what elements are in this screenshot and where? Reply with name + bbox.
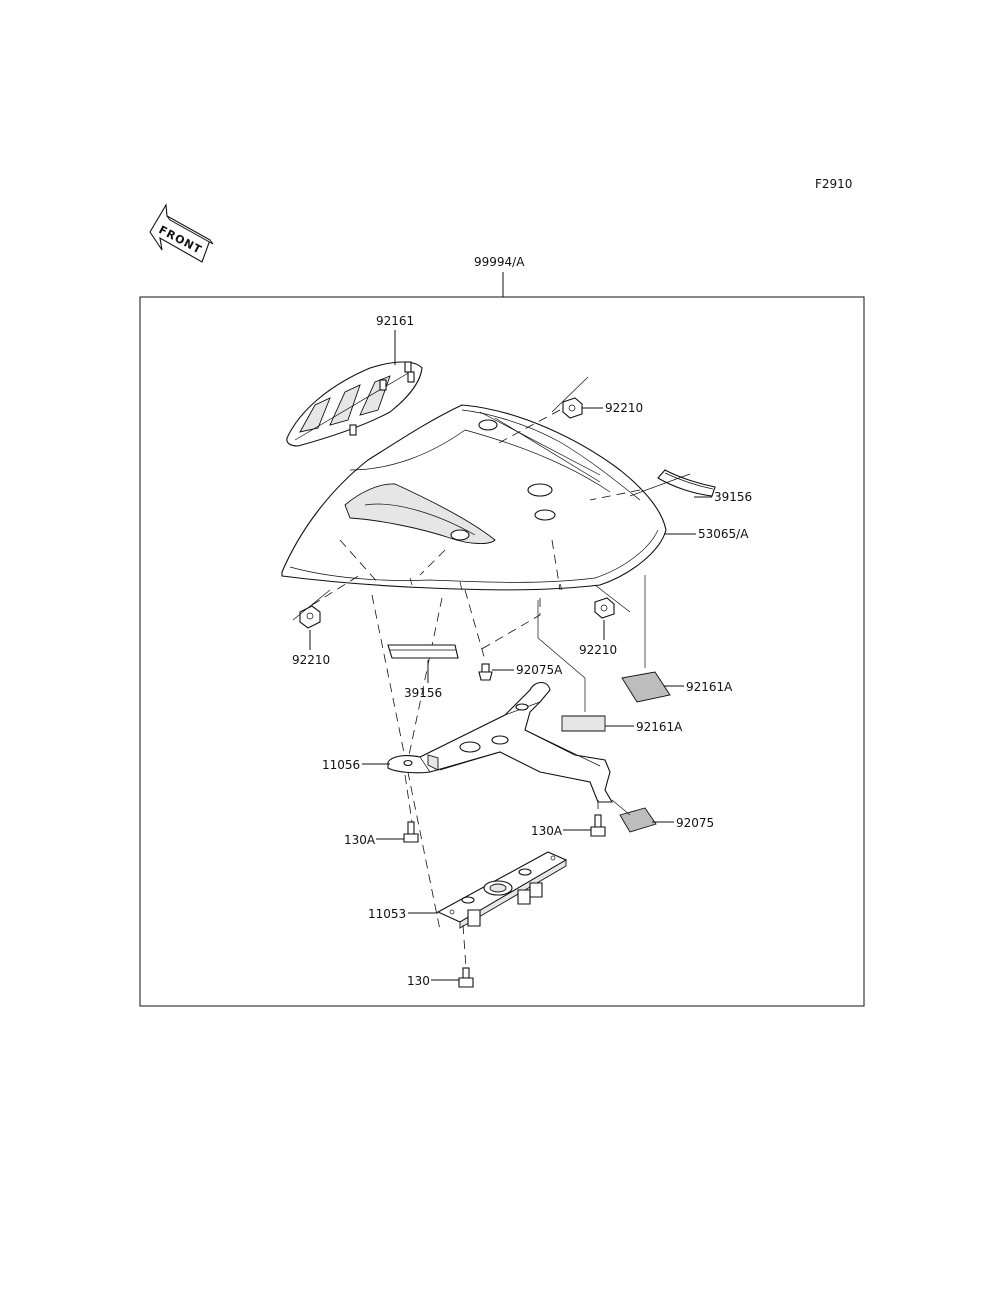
- figure-code: F2910: [815, 177, 852, 191]
- front-arrow-icon: FRONT: [149, 203, 214, 263]
- nut-92210-left: [299, 605, 321, 629]
- callout-39156-right: 39156: [714, 490, 752, 504]
- callout-92075: 92075: [676, 816, 714, 830]
- assembly-label: 99994/A: [474, 255, 525, 269]
- callout-92210-left: 92210: [292, 653, 330, 667]
- callout-11056: 11056: [322, 758, 360, 772]
- bolt-130A-right: [590, 814, 606, 837]
- callout-92161A-right: 92161A: [686, 680, 733, 694]
- callout-11053: 11053: [368, 907, 406, 921]
- pad-92161A-right: [621, 671, 671, 703]
- bolt-130: [458, 967, 474, 988]
- callout-92161A-mid: 92161A: [636, 720, 683, 734]
- callout-92075A: 92075A: [516, 663, 563, 677]
- pad-92161A-mid: [561, 715, 606, 732]
- seat-cowl: [281, 404, 667, 591]
- bracket-11056: [387, 681, 613, 803]
- callout-92210-top: 92210: [605, 401, 643, 415]
- callout-92161: 92161: [376, 314, 414, 328]
- bolt-130A-left: [403, 821, 419, 843]
- strip-39156-left: [387, 644, 459, 659]
- callout-130A-left: 130A: [344, 833, 376, 847]
- nut-92210-top: [562, 397, 583, 419]
- pad-92161: [286, 361, 423, 447]
- callout-53065A: 53065/A: [698, 527, 749, 541]
- bolt-92075A: [478, 663, 493, 681]
- callout-92210-right: 92210: [579, 643, 617, 657]
- assembly-frame: [139, 296, 865, 1007]
- callout-130A-right: 130A: [531, 824, 563, 838]
- strip-39156-right: [657, 469, 716, 497]
- nut-92210-right: [594, 597, 615, 619]
- callout-130: 130: [407, 974, 430, 988]
- plate-11053: [436, 851, 568, 929]
- callout-39156-left: 39156: [404, 686, 442, 700]
